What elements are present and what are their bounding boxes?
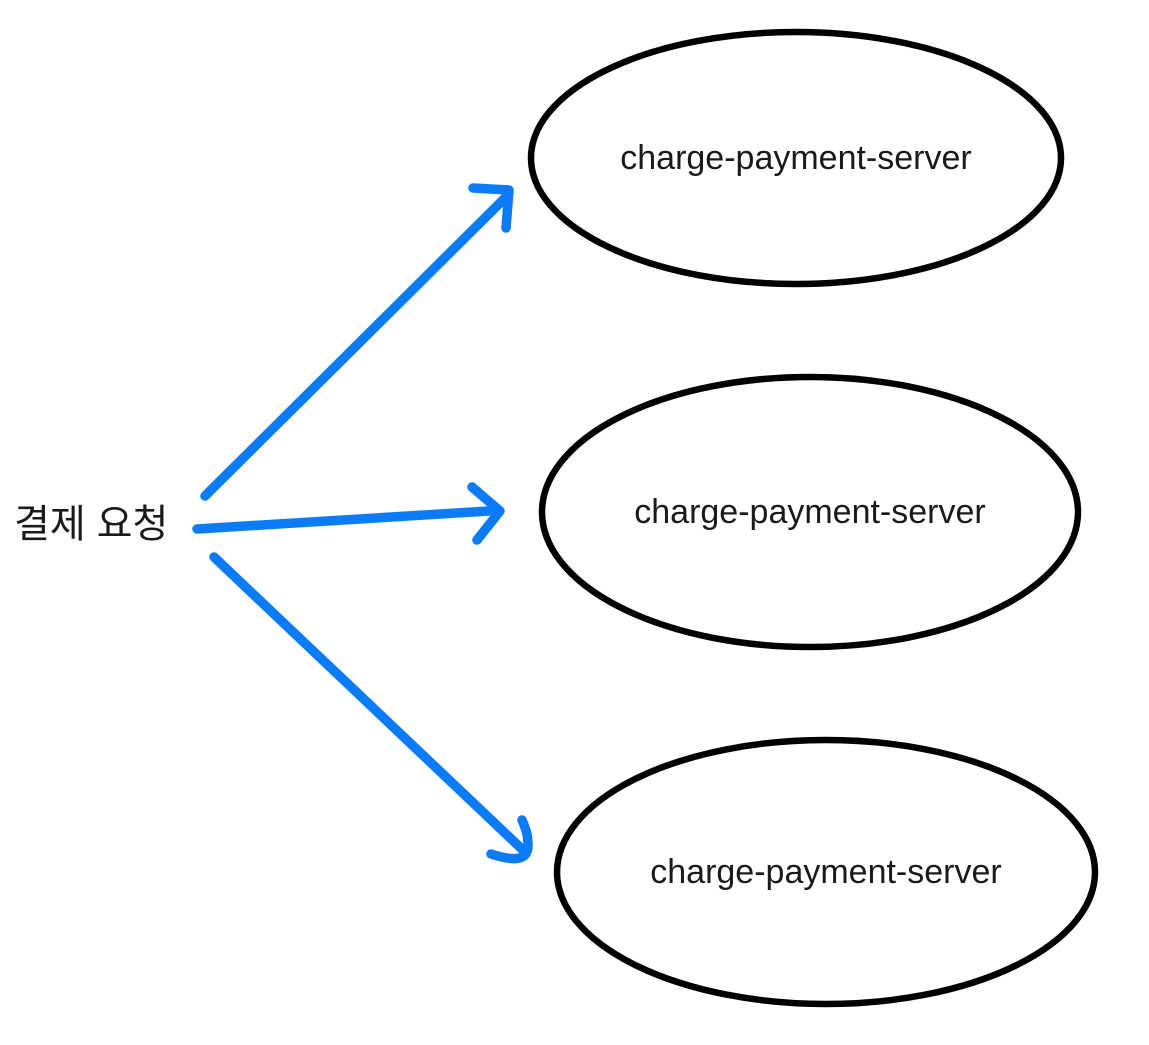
node-1-ellipse [527, 28, 1065, 288]
node-charge-payment-server-3[interactable]: charge-payment-server [553, 736, 1099, 1008]
node-3-label: charge-payment-server [650, 853, 1001, 891]
edge-source-to-node-1[interactable] [200, 183, 514, 501]
node-2-label: charge-payment-server [634, 493, 985, 531]
node-2-ellipse [538, 373, 1082, 651]
edge-3-line [209, 552, 530, 857]
arrowhead-right-icon [467, 482, 505, 545]
node-3-ellipse [553, 736, 1099, 1008]
edge-1-line [200, 190, 513, 501]
arrowhead-up-icon [468, 183, 514, 233]
node-1-label: charge-payment-server [620, 139, 971, 177]
edge-2-line [192, 506, 494, 534]
source-label: 결제 요청 [14, 503, 168, 546]
edge-source-to-node-2[interactable] [192, 482, 505, 545]
node-charge-payment-server-2[interactable]: charge-payment-server [538, 373, 1082, 651]
edge-group [192, 183, 533, 864]
edge-source-to-node-3[interactable] [209, 552, 533, 864]
arrowhead-down-icon [486, 815, 533, 864]
node-charge-payment-server-1[interactable]: charge-payment-server [527, 28, 1065, 288]
